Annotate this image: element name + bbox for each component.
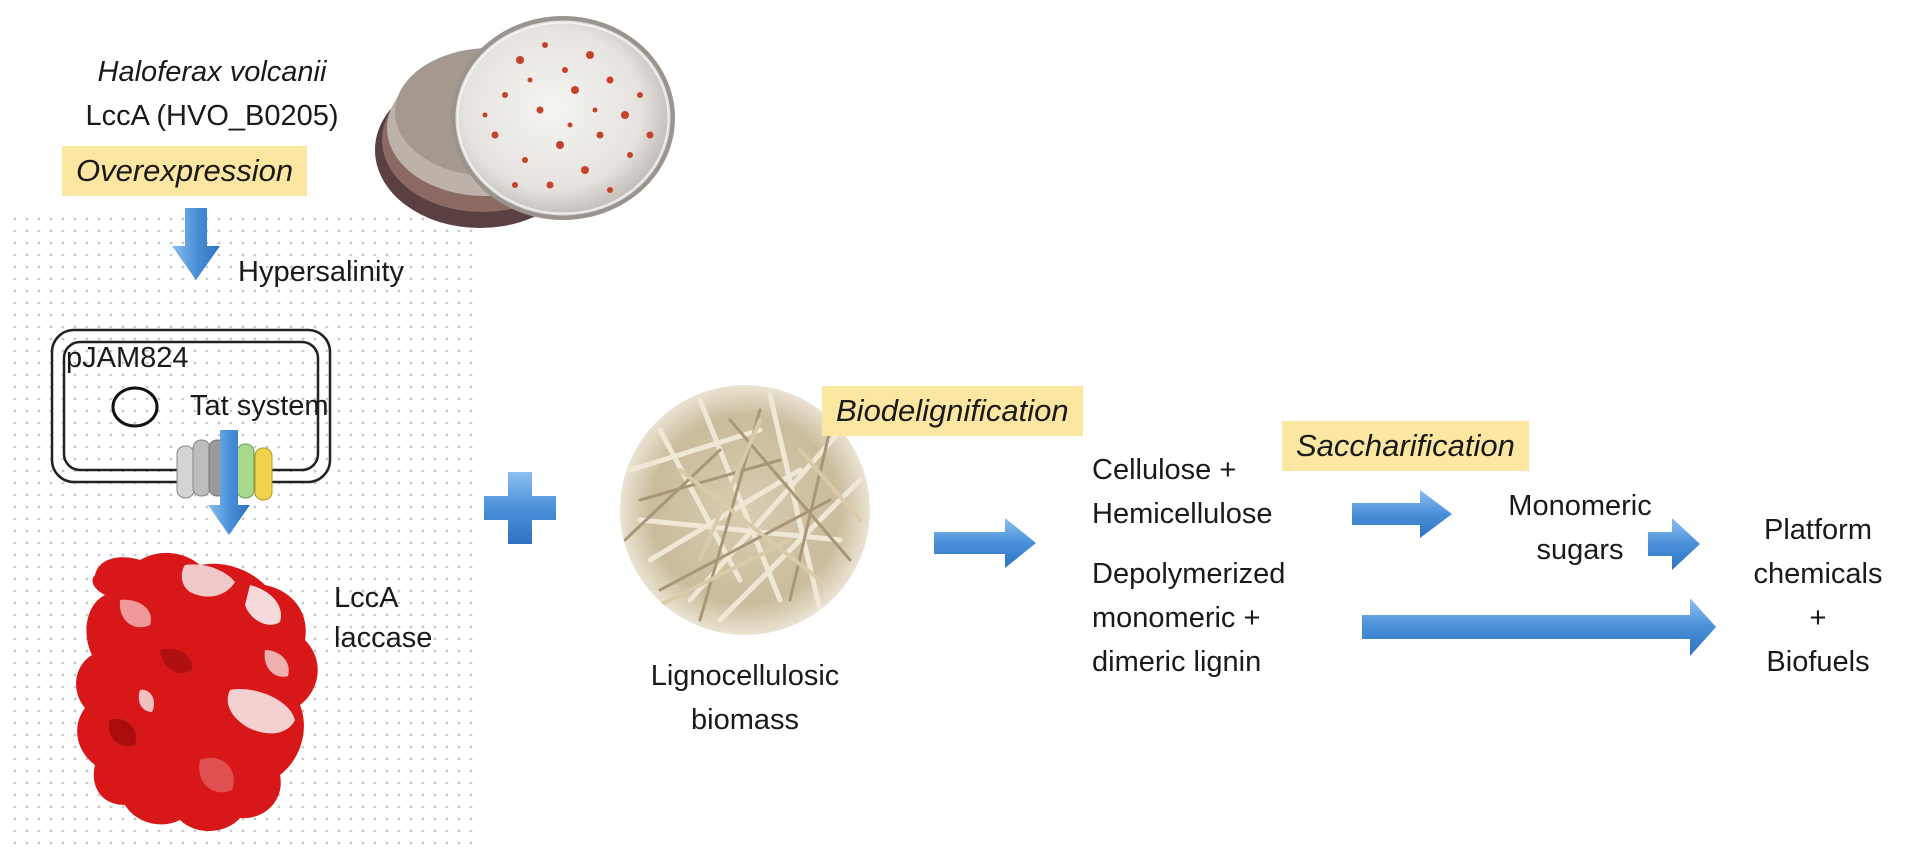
gene-label: LccA (HVO_B0205) [62, 98, 362, 134]
enzyme-label-line2: laccase [334, 620, 432, 656]
arrow-to-products-2 [1362, 598, 1716, 656]
hypersalinity-label: Hypersalinity [238, 254, 404, 290]
species-label: Haloferax volcanii [62, 54, 362, 90]
sugars-label-line1: Monomeric [1480, 488, 1680, 524]
carb-label-line2: Hemicellulose [1092, 496, 1273, 532]
plus-sign [484, 472, 556, 544]
plasmid-label: pJAM824 [66, 340, 189, 376]
products-label-line4: Biofuels [1728, 644, 1908, 680]
lignin-label-line2: monomeric + [1092, 600, 1260, 636]
biomass-label-line2: biomass [580, 702, 910, 738]
petri-dish-stack [375, 16, 675, 228]
biomass-label-line1: Lignocellulosic [580, 658, 910, 694]
biodelignification-badge: Biodelignification [822, 386, 1083, 436]
arrow-to-sugars [1352, 490, 1452, 538]
arrow-to-fractions [934, 518, 1036, 568]
carb-label-line1: Cellulose + [1092, 452, 1236, 488]
lignin-label-line1: Depolymerized [1092, 556, 1285, 592]
overexpression-badge: Overexpression [62, 146, 307, 196]
enzyme-label-line1: LccA [334, 580, 398, 616]
products-label-line3: + [1728, 600, 1908, 636]
products-label-line2: chemicals [1728, 556, 1908, 592]
tat-system-label: Tat system [190, 388, 329, 424]
saccharification-badge: Saccharification [1282, 421, 1529, 471]
lignin-label-line3: dimeric lignin [1092, 644, 1261, 680]
sugars-label-line2: sugars [1480, 532, 1680, 568]
products-label-line1: Platform [1728, 512, 1908, 548]
